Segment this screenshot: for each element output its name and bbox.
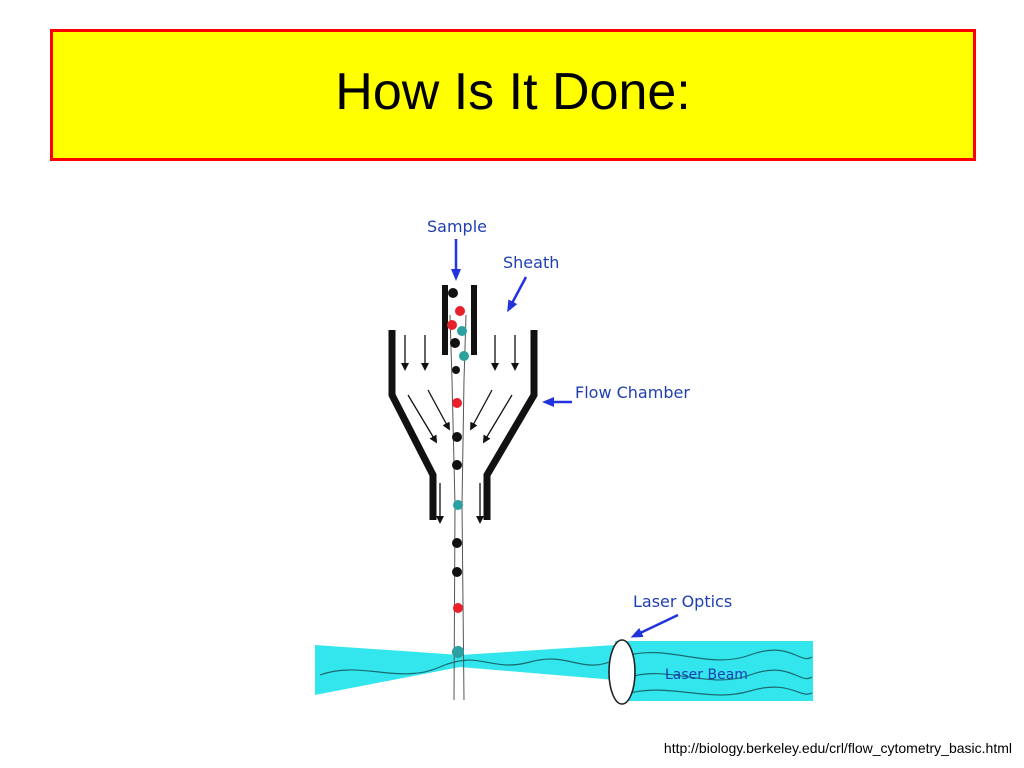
cell-red (455, 306, 465, 316)
beam-wave-line (629, 686, 813, 696)
cell-black (452, 538, 462, 548)
flow-cytometry-diagram: Laser Beam (315, 217, 813, 705)
sheath-flow-arrows (401, 335, 519, 524)
sheath-pointer-arrow (507, 276, 528, 313)
beam-wave-line (629, 649, 813, 661)
cell-black (452, 567, 462, 577)
lens-icon (608, 639, 636, 705)
laser-beam-right-cone (460, 645, 615, 680)
beam-wave-line (629, 669, 813, 681)
laser-optics-pointer-arrow (630, 613, 679, 638)
flow-chamber-left-wall (388, 330, 437, 520)
laser-beam-label: Laser Beam (665, 667, 748, 683)
sample-tube (442, 285, 477, 355)
slide-title: How Is It Done: (335, 63, 691, 121)
cell-black (448, 288, 458, 298)
cell-red (452, 398, 462, 408)
stream-line-right (461, 314, 467, 701)
cell-red (453, 603, 463, 613)
laser-beam: Laser Beam (315, 641, 813, 701)
flow-chamber-label: Flow Chamber (575, 383, 690, 402)
sample-label: Sample (427, 217, 487, 236)
laser-optics-label: Laser Optics (633, 592, 732, 611)
cell-teal (453, 500, 463, 510)
cell-black (452, 432, 462, 442)
beam-wave-line (319, 658, 616, 676)
flow-chamber-walls (388, 330, 538, 520)
cell-teal (459, 351, 469, 361)
cell-teal (457, 326, 467, 336)
cell-black (450, 338, 460, 348)
cell-teal (452, 646, 464, 658)
source-url: http://biology.berkeley.edu/crl/flow_cyt… (663, 740, 1012, 756)
cells (447, 288, 469, 658)
cell-black (452, 460, 462, 470)
title-box: How Is It Done: (50, 29, 976, 161)
cell-red (447, 320, 457, 330)
flow-chamber-right-wall (483, 330, 538, 520)
sheath-label: Sheath (503, 253, 559, 272)
cell-black (452, 366, 460, 374)
laser-beam-left-cone (315, 645, 460, 695)
stream-line-left (449, 314, 456, 701)
